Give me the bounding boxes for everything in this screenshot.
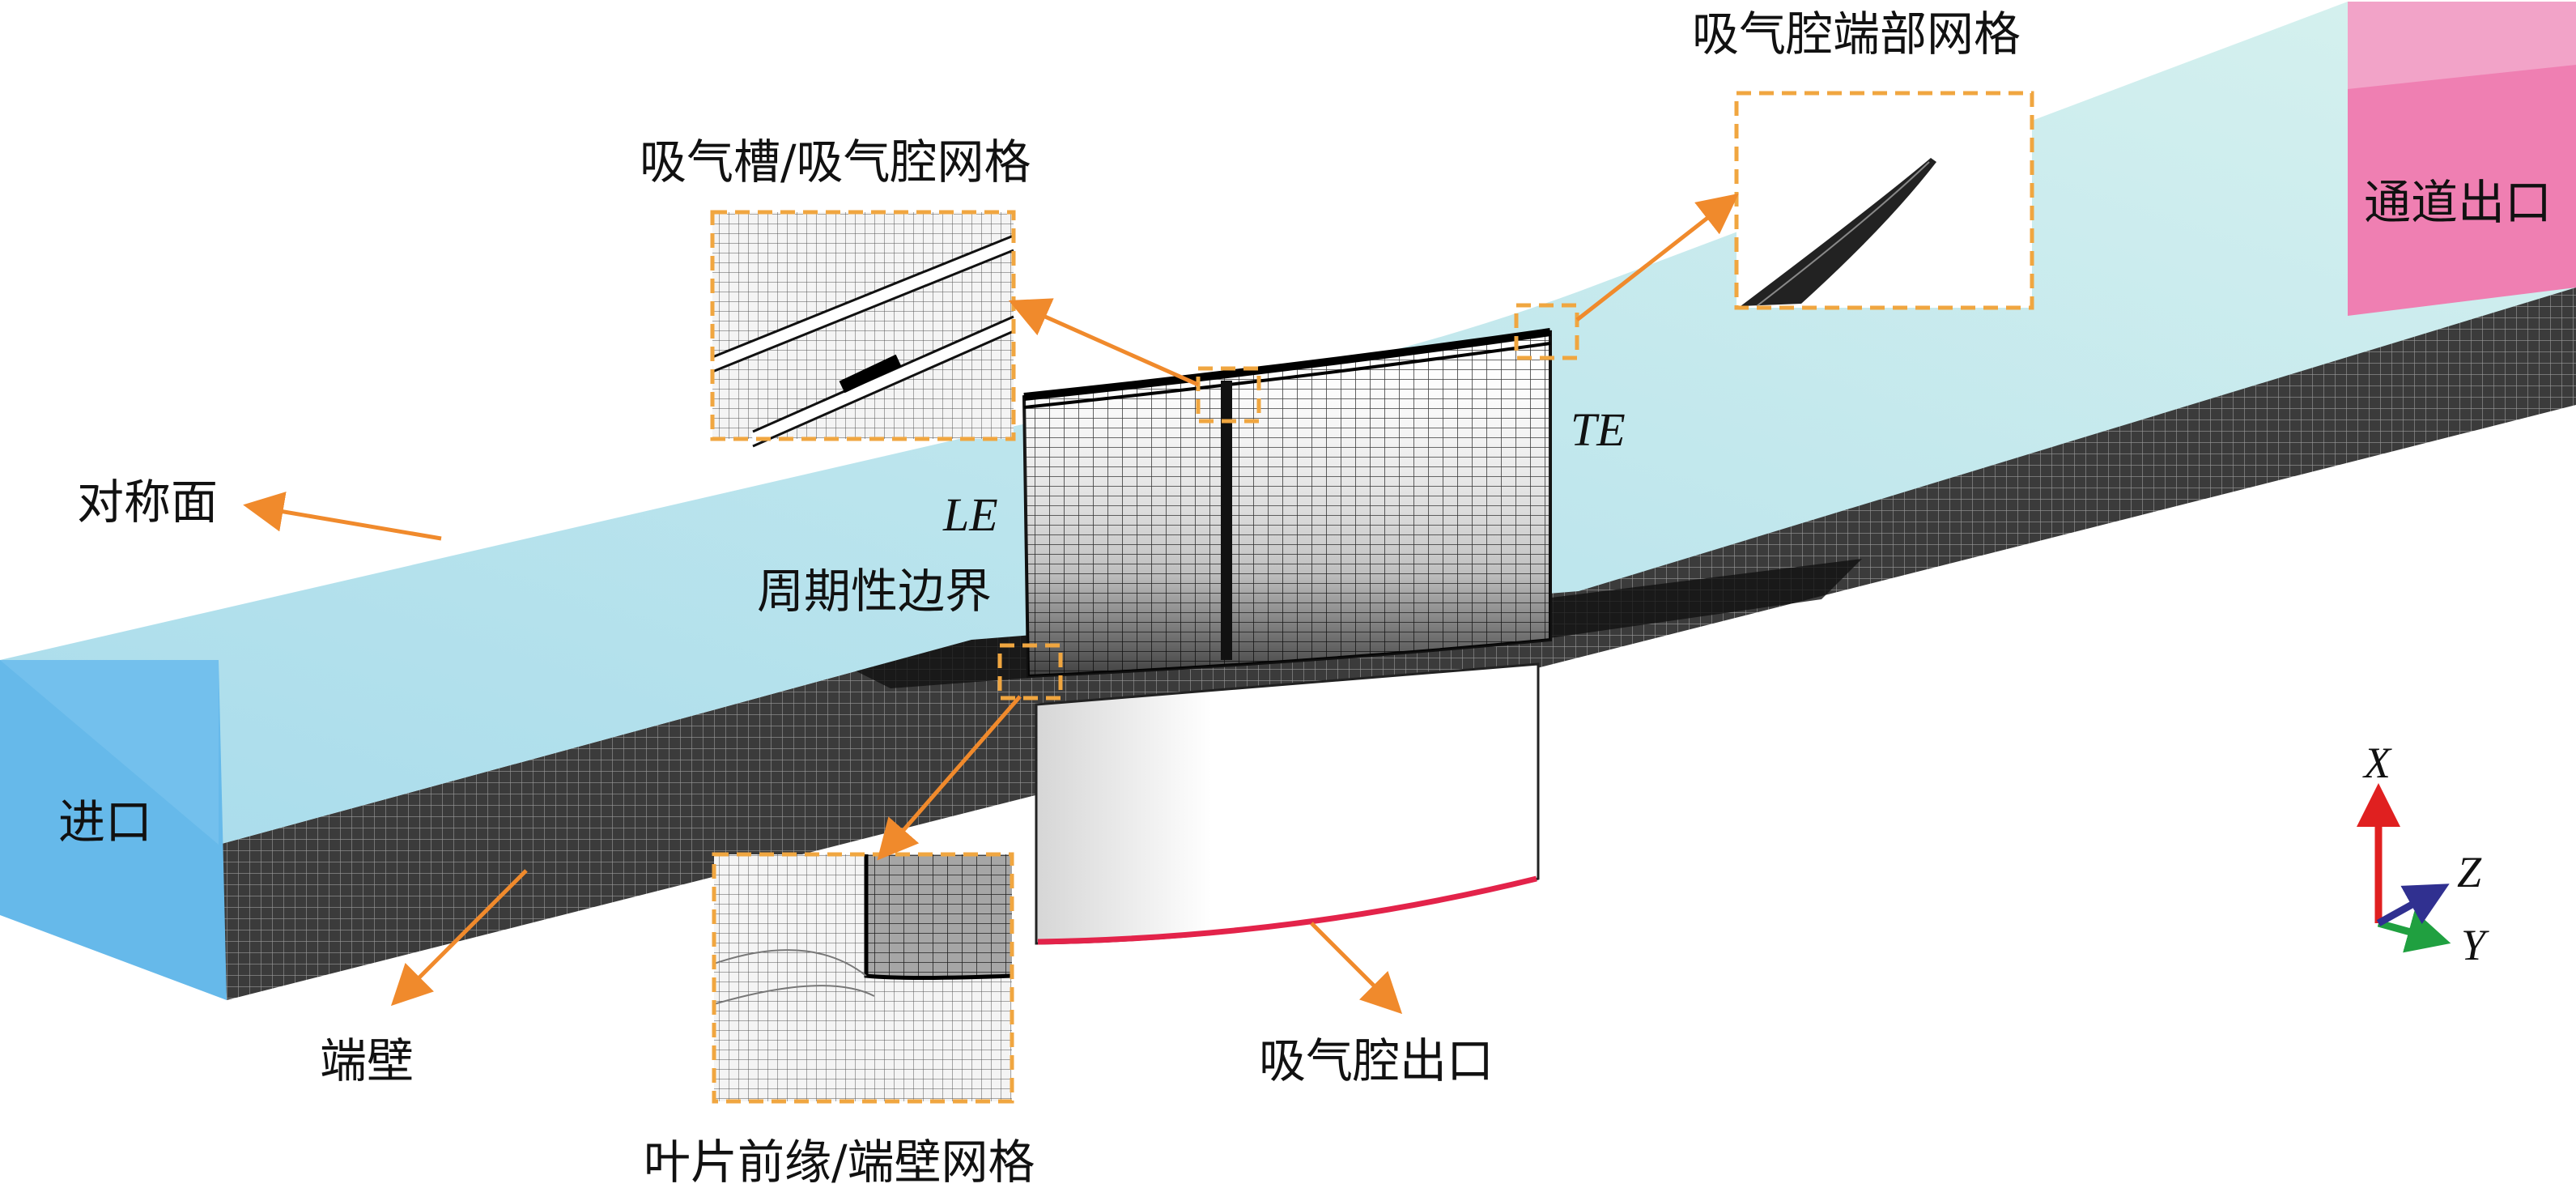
axis-x-label: X [2362,739,2392,787]
inset-cavity-end-mesh [1734,91,2034,310]
label-le: LE [942,488,998,541]
inset-slot-cavity-mesh [710,210,1016,448]
label-inlet: 进口 [58,794,152,849]
cavity-outlet-edge [1037,875,1537,945]
axis-z-label: Z [2457,848,2482,896]
arrow-cavity-outlet [1310,922,1403,1015]
zoom-markers [997,303,1579,700]
suction-cavity [1035,662,1540,945]
label-te: TE [1571,403,1626,456]
blade-tip-edge [1023,328,1551,401]
label-cavity-end-mesh: 吸气腔端部网格 [1692,6,2021,62]
zoom-marker-slot [1196,366,1261,424]
label-passage-outlet: 通道出口 [2364,175,2552,230]
axis-y-arrow [2377,910,2451,953]
label-slot-cavity-mesh: 吸气槽/吸气腔网格 [640,134,1031,189]
zoom-marker-cavity-end [1514,303,1579,360]
axis-triad: X Z Y [2357,739,2489,969]
annotation-arrows [243,193,1739,1015]
label-periodic-boundary: 周期性边界 [757,564,992,619]
label-symmetry-plane: 对称面 [77,475,218,530]
axis-z-arrow [2376,884,2450,926]
zoom-marker-le [997,643,1063,700]
arrow-endwall [390,869,528,1007]
blade [1022,328,1552,679]
arrow-symmetry-plane [243,492,442,541]
arrow-slot-cavity [1008,298,1200,387]
cavity-body [1035,662,1540,945]
label-le-endwall-mesh: 叶片前缘/端壁网格 [644,1135,1035,1188]
suction-slot [1221,381,1232,660]
arrow-cavity-end [1575,193,1739,321]
label-endwall: 端壁 [320,1033,414,1088]
blade-surface-shade [1024,332,1550,676]
blade-tip-edge-inner [1023,342,1551,409]
axis-y-label: Y [2461,921,2489,969]
inlet-face-top [0,660,219,845]
label-cavity-outlet: 吸气腔出口 [1259,1033,1494,1088]
inset-le-endwall-mesh [712,852,1014,1104]
arrow-le-endwall [877,695,1022,861]
outlet-face-upper [2348,2,2576,89]
